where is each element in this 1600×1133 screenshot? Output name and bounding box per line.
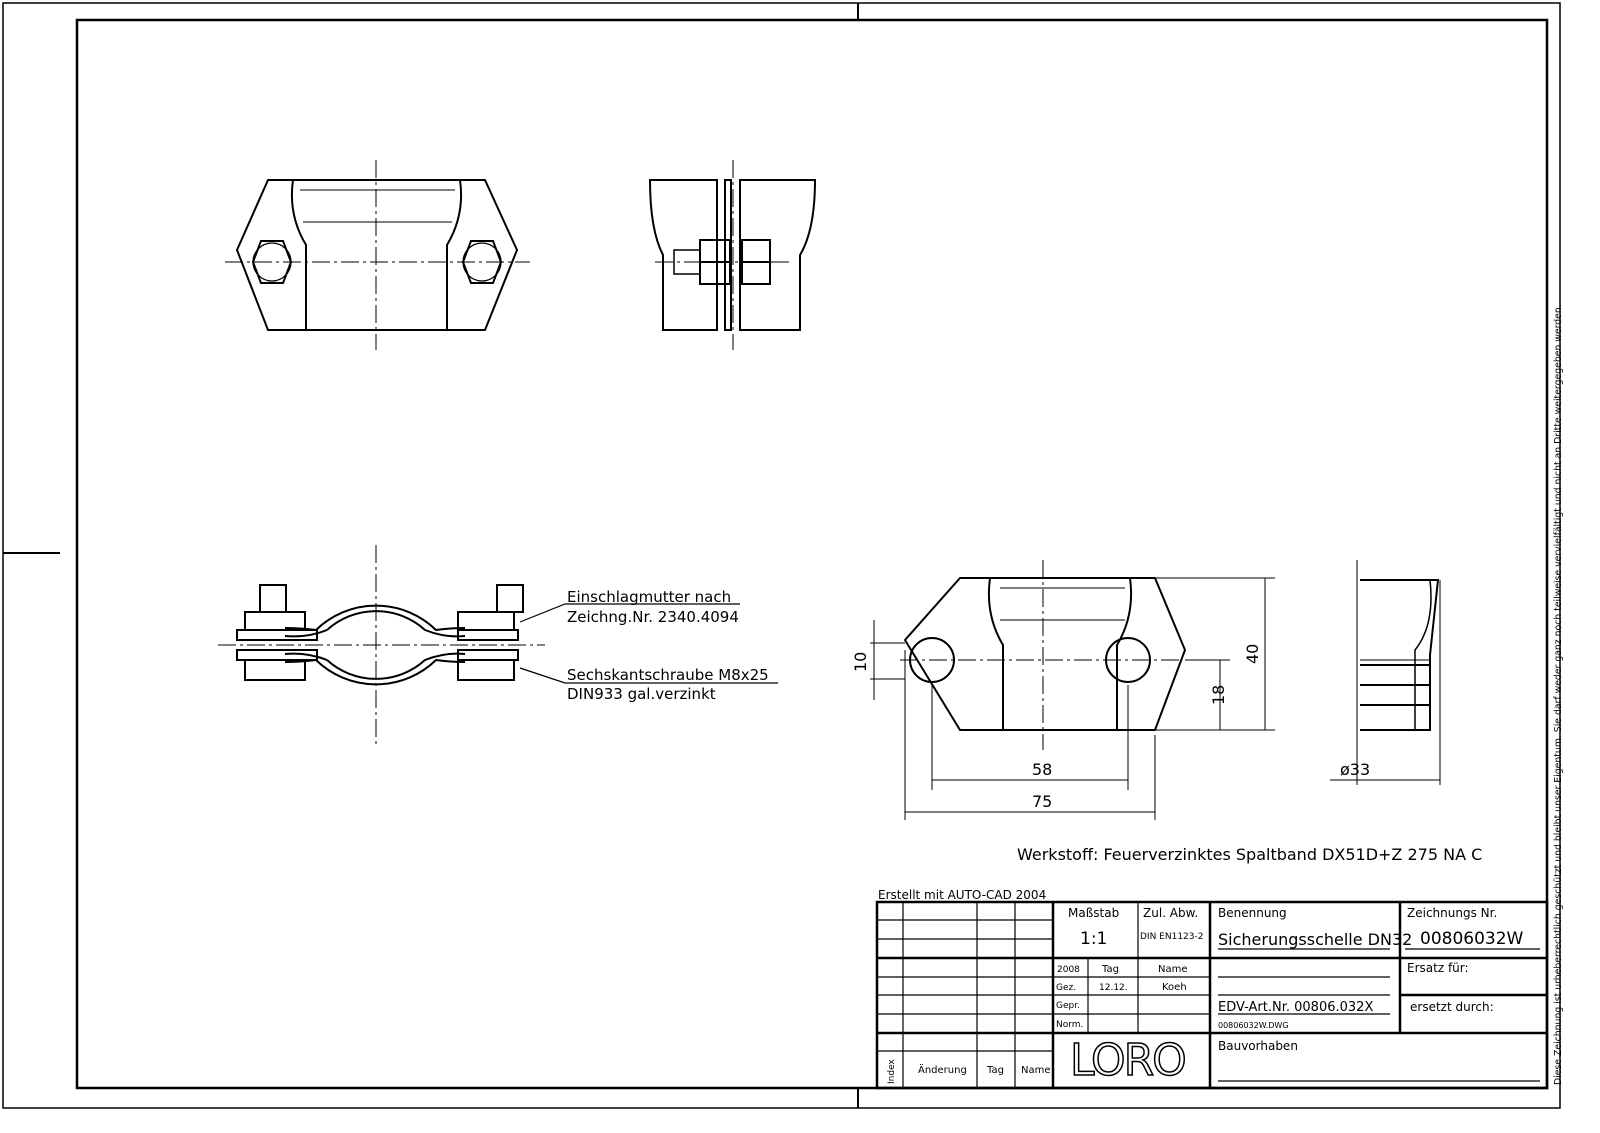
nut-note-line2: Zeichng.Nr. 2340.4094 — [567, 608, 739, 626]
day-label: Tag — [1101, 964, 1119, 975]
scale-value: 1:1 — [1080, 929, 1107, 949]
part-name: Sicherungsschelle DN32 — [1218, 930, 1412, 949]
tolerance-label: Zul. Abw. — [1143, 906, 1198, 920]
side-view — [648, 160, 817, 350]
clamp-view — [218, 545, 545, 745]
nut-note-line1: Einschlagmutter nach — [567, 588, 731, 606]
drawn-by: Koeh — [1162, 982, 1187, 993]
leader-lines — [519, 603, 778, 684]
screw-note-line1: Sechskantschraube M8x25 — [567, 666, 769, 684]
edv-number: EDV-Art.Nr. 00806.032X — [1218, 1000, 1373, 1015]
loro-logo: LORO — [1070, 1035, 1185, 1086]
dim-diameter-33: ø33 — [1340, 760, 1370, 779]
index-label: Index — [887, 1059, 897, 1084]
name-label: Benennung — [1218, 906, 1287, 920]
person-label: Name — [1158, 964, 1188, 975]
copyright-note: Diese Zeichnung ist urheberrechtlich ges… — [1553, 304, 1564, 1085]
norm-label: Norm. — [1056, 1020, 1083, 1030]
dim-18: 18 — [1209, 685, 1228, 705]
rev-day-label: Tag — [986, 1065, 1004, 1076]
dim-75: 75 — [1032, 792, 1052, 811]
created-note: Erstellt mit AUTO-CAD 2004 — [878, 888, 1046, 902]
drawing-no: 00806032W — [1420, 929, 1524, 949]
drawn-date: 12.12. — [1099, 983, 1128, 993]
front-view — [225, 160, 530, 350]
drawing-frame — [2, 2, 1561, 1109]
material-note: Werkstoff: Feuerverzinktes Spaltband DX5… — [1017, 845, 1482, 864]
drawing-no-label: Zeichnungs Nr. — [1407, 906, 1497, 920]
replaces-label: Ersatz für: — [1407, 961, 1469, 975]
drawn-label: Gez. — [1056, 983, 1076, 993]
project-label: Bauvorhaben — [1218, 1039, 1298, 1053]
blank-view — [870, 560, 1275, 820]
checked-label: Gepr. — [1056, 1001, 1080, 1011]
section-view — [1330, 560, 1441, 785]
screw-note-line2: DIN933 gal.verzinkt — [567, 685, 716, 703]
tolerance-value: DIN EN1123-2 — [1140, 932, 1203, 942]
replaced-by-label: ersetzt durch: — [1410, 1000, 1494, 1014]
dim-10: 10 — [851, 652, 870, 672]
scale-label: Maßstab — [1068, 906, 1119, 920]
year: 2008 — [1057, 965, 1080, 975]
title-block-grid — [875, 900, 1549, 1090]
dim-58: 58 — [1032, 760, 1052, 779]
dim-40: 40 — [1243, 644, 1262, 664]
file-name: 00806032W.DWG — [1218, 1021, 1289, 1030]
rev-name-label: Name — [1021, 1065, 1051, 1076]
change-label: Änderung — [918, 1063, 967, 1076]
